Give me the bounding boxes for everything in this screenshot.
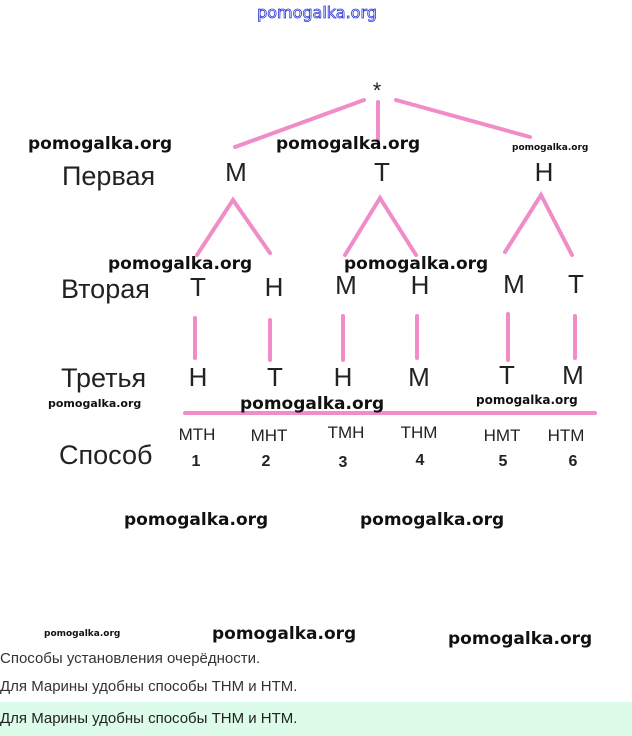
combo: МНТ (251, 426, 288, 445)
method-number: 1 (192, 453, 201, 470)
edge (394, 98, 532, 139)
watermark: pomogalka.org (476, 393, 578, 407)
watermark: pomogalka.org (48, 397, 141, 410)
node: Н (535, 157, 554, 187)
method-number: 2 (262, 453, 271, 470)
combo: ТНМ (401, 423, 438, 442)
method-number: 4 (416, 452, 425, 469)
edges (183, 98, 597, 415)
node: Т (568, 269, 584, 299)
watermark: pomogalka.org (44, 629, 120, 639)
node: Т (190, 272, 206, 302)
node: М (503, 269, 525, 299)
watermark: pomogalka.org (108, 254, 252, 274)
edge (195, 196, 272, 257)
combo: НТМ (548, 426, 585, 445)
node: Т (267, 362, 283, 392)
highlight-bar (0, 702, 632, 736)
level-label: Способ (59, 440, 152, 470)
node: Т (499, 360, 515, 390)
watermark: pomogalka.org (344, 254, 488, 274)
edge (233, 98, 366, 149)
node: Н (189, 362, 208, 392)
root-node: * (373, 78, 382, 103)
watermark: pomogalka.org (512, 143, 588, 153)
node: М (562, 360, 584, 390)
combo: ТМН (328, 423, 365, 442)
node: Н (265, 272, 284, 302)
method-number: 6 (569, 453, 578, 470)
combo: МТН (179, 425, 216, 444)
node: Т (374, 157, 390, 187)
level-label: Третья (61, 363, 146, 393)
watermark: pomogalka.org (360, 510, 504, 530)
answer-highlighted: Для Марины удобны способы ТНМ и НТМ. (0, 710, 298, 727)
watermarks: pomogalka.org pomogalka.org pomogalka.or… (28, 134, 592, 649)
watermark: pomogalka.org (124, 510, 268, 530)
level-label: Первая (62, 161, 155, 191)
combo: НМТ (484, 426, 521, 445)
watermark: pomogalka.org (28, 134, 172, 154)
watermark-top: pomogalka.org (257, 3, 377, 22)
caption-title: Способы установления очерёдности. (0, 650, 261, 667)
level-label: Вторая (61, 274, 150, 304)
node: М (335, 270, 357, 300)
method-number: 5 (499, 453, 508, 470)
watermark: pomogalka.org (212, 624, 356, 644)
node: М (225, 157, 247, 187)
method-number: 3 (339, 454, 348, 471)
watermark: pomogalka.org (240, 394, 384, 414)
watermark: pomogalka.org (276, 134, 420, 154)
edge (343, 194, 418, 257)
node: Н (411, 270, 430, 300)
edge (503, 190, 574, 257)
answer-text: Для Марины удобны способы ТНМ и НТМ. (0, 678, 298, 695)
watermark: pomogalka.org (448, 629, 592, 649)
node: М (408, 362, 430, 392)
node: Н (334, 362, 353, 392)
